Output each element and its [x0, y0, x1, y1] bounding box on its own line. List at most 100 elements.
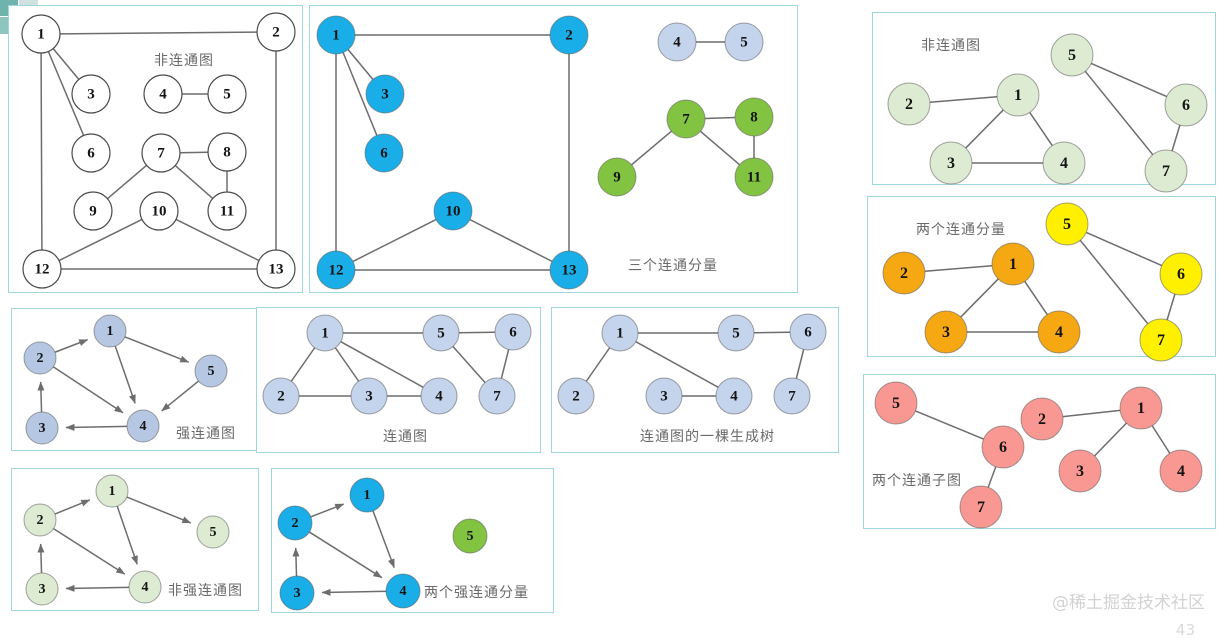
- graph-node[interactable]: 7: [960, 486, 1002, 528]
- graph-node[interactable]: 2: [558, 378, 594, 414]
- graph-node[interactable]: 6: [982, 426, 1024, 468]
- graph-node[interactable]: 4: [129, 571, 161, 603]
- node-label: 10: [446, 204, 461, 220]
- graph-node[interactable]: 5: [197, 516, 229, 548]
- graph-node[interactable]: 4: [127, 410, 159, 442]
- graph-node[interactable]: 4: [421, 378, 457, 414]
- node-label: 7: [682, 112, 690, 128]
- graph-node[interactable]: 2: [24, 342, 56, 374]
- graph-node[interactable]: 5: [423, 315, 459, 351]
- graph-edge: [335, 348, 358, 381]
- graph-node[interactable]: 2: [888, 83, 930, 125]
- graph-node[interactable]: 6: [72, 134, 110, 172]
- graph-node[interactable]: 3: [280, 576, 314, 610]
- graph-node[interactable]: 3: [1059, 450, 1101, 492]
- graph-edge: [125, 337, 189, 362]
- graph-edge: [53, 367, 123, 413]
- graph-node[interactable]: 10: [140, 192, 178, 230]
- graph-node[interactable]: 5: [718, 315, 754, 351]
- graph-node[interactable]: 2: [278, 506, 312, 540]
- node-label: 7: [1157, 332, 1165, 349]
- graph-node[interactable]: 4: [1160, 450, 1202, 492]
- graph-node[interactable]: 7: [667, 100, 705, 138]
- graph-node[interactable]: 3: [930, 142, 972, 184]
- graph-node[interactable]: 10: [434, 192, 472, 230]
- graph-edge: [754, 332, 790, 333]
- graph-node[interactable]: 7: [1145, 150, 1187, 192]
- graph-node[interactable]: 2: [263, 378, 299, 414]
- graph-node[interactable]: 6: [1165, 84, 1207, 126]
- graph-node[interactable]: 6: [1160, 253, 1202, 295]
- graph-node[interactable]: 11: [208, 192, 246, 230]
- graph-node[interactable]: 4: [716, 378, 752, 414]
- graph-node[interactable]: 8: [208, 133, 246, 171]
- graph-node[interactable]: 3: [72, 75, 110, 113]
- graph-node[interactable]: 1: [307, 315, 343, 351]
- graph-node[interactable]: 13: [550, 251, 588, 289]
- graph-node[interactable]: 8: [735, 98, 773, 136]
- graph-node[interactable]: 7: [142, 134, 180, 172]
- graph-node[interactable]: 3: [26, 573, 58, 605]
- graph-edge: [586, 348, 609, 381]
- graph-node[interactable]: 4: [386, 574, 420, 608]
- node-label: 7: [788, 389, 796, 405]
- graph-node[interactable]: 11: [735, 158, 773, 196]
- graph-node[interactable]: 3: [925, 311, 967, 353]
- panel-two-connected-components: 5 2 1 6 3 4 7 两个连通分量: [867, 196, 1216, 357]
- graph-node[interactable]: 6: [790, 314, 826, 350]
- graph-node[interactable]: 4: [658, 23, 696, 61]
- graph-node[interactable]: 2: [883, 252, 925, 294]
- graph-node[interactable]: 12: [23, 250, 61, 288]
- graph-node[interactable]: 2: [24, 504, 56, 536]
- graph-node[interactable]: 12: [317, 251, 355, 289]
- graph-node[interactable]: 4: [1038, 311, 1080, 353]
- graph-node[interactable]: 2: [550, 16, 588, 54]
- graph-node[interactable]: 1: [602, 315, 638, 351]
- graph-node[interactable]: 7: [479, 378, 515, 414]
- graph-node[interactable]: 9: [74, 192, 112, 230]
- graph-node[interactable]: 5: [195, 355, 227, 387]
- graph-edge: [115, 346, 135, 403]
- graph-node[interactable]: 1: [350, 478, 384, 512]
- graph-edge: [930, 97, 997, 103]
- graph-node[interactable]: 3: [366, 75, 404, 113]
- graph-node[interactable]: 5: [453, 519, 487, 553]
- node-label: 9: [613, 170, 621, 186]
- graph-node[interactable]: 4: [144, 75, 182, 113]
- graph-node[interactable]: 3: [351, 378, 387, 414]
- graph-node[interactable]: 1: [997, 74, 1039, 116]
- graph-node[interactable]: 9: [598, 158, 636, 196]
- panel-caption-two-connected-components: 两个连通分量: [916, 219, 1006, 239]
- graph-node[interactable]: 3: [26, 412, 58, 444]
- graph-node[interactable]: 1: [317, 16, 355, 54]
- graph-node[interactable]: 3: [646, 378, 682, 414]
- graph-node[interactable]: 5: [725, 23, 763, 61]
- graph-edge: [41, 53, 42, 250]
- graph-node[interactable]: 13: [257, 250, 295, 288]
- graph-node[interactable]: 2: [257, 13, 295, 51]
- graph-node[interactable]: 5: [875, 382, 917, 424]
- graph-node[interactable]: 5: [1051, 34, 1093, 76]
- graph-node[interactable]: 1: [94, 315, 126, 347]
- graph-node[interactable]: 4: [1043, 142, 1085, 184]
- node-label: 5: [892, 395, 900, 412]
- graph-node[interactable]: 1: [96, 475, 128, 507]
- graph-node[interactable]: 5: [208, 75, 246, 113]
- graph-node[interactable]: 6: [495, 314, 531, 350]
- graph-node[interactable]: 7: [774, 378, 810, 414]
- node-label: 3: [381, 87, 389, 103]
- node-label: 3: [1076, 463, 1084, 480]
- graph-node[interactable]: 7: [1140, 319, 1182, 361]
- graph-node[interactable]: 2: [1021, 398, 1063, 440]
- graph-node[interactable]: 1: [22, 15, 60, 53]
- node-label: 6: [804, 325, 812, 341]
- node-label: 6: [1177, 266, 1185, 283]
- graph-node[interactable]: 5: [1046, 203, 1088, 245]
- node-label: 1: [321, 326, 329, 342]
- node-label: 5: [210, 525, 217, 540]
- graph-node[interactable]: 1: [1120, 387, 1162, 429]
- graph-node[interactable]: 1: [992, 243, 1034, 285]
- graph-node[interactable]: 6: [365, 134, 403, 172]
